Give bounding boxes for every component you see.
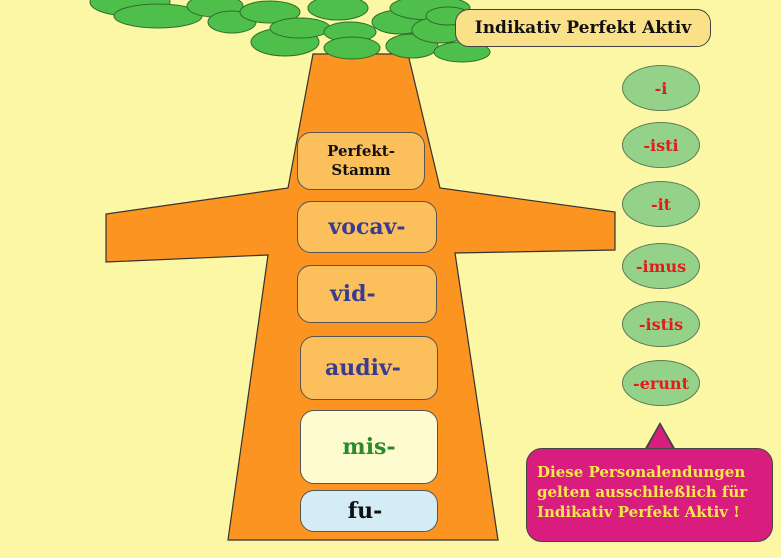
note-line-2: gelten ausschließlich für bbox=[537, 483, 748, 501]
note-box: Diese Personalendungen gelten ausschließ… bbox=[526, 448, 773, 542]
note-pointer-fill bbox=[646, 425, 674, 451]
ending-istis: -istis bbox=[622, 301, 700, 347]
tree-foliage bbox=[89, 0, 491, 63]
stem-header-line-2: Stamm bbox=[331, 161, 391, 179]
stem-box-audiv: audiv- bbox=[300, 336, 438, 400]
ending-it: -it bbox=[622, 181, 700, 227]
stem-box-vid: vid- bbox=[297, 265, 437, 323]
ending-imus: -imus bbox=[622, 243, 700, 289]
title-label: Indikativ Perfekt Aktiv bbox=[455, 9, 711, 47]
note-line-1: Diese Personalendungen bbox=[537, 463, 746, 481]
note-line-3: Indikativ Perfekt Aktiv ! bbox=[537, 503, 740, 521]
ending-i: -i bbox=[622, 65, 700, 111]
ending-isti: -isti bbox=[622, 122, 700, 168]
ending-erunt: -erunt bbox=[622, 360, 700, 406]
stem-box-fu: fu- bbox=[300, 490, 438, 532]
stem-box-vocav: vocav- bbox=[297, 201, 437, 253]
stem-header-line-1: Perfekt- bbox=[327, 142, 395, 160]
perfect-stem-header: Perfekt- Stamm bbox=[297, 132, 425, 190]
stem-box-mis: mis- bbox=[300, 410, 438, 484]
